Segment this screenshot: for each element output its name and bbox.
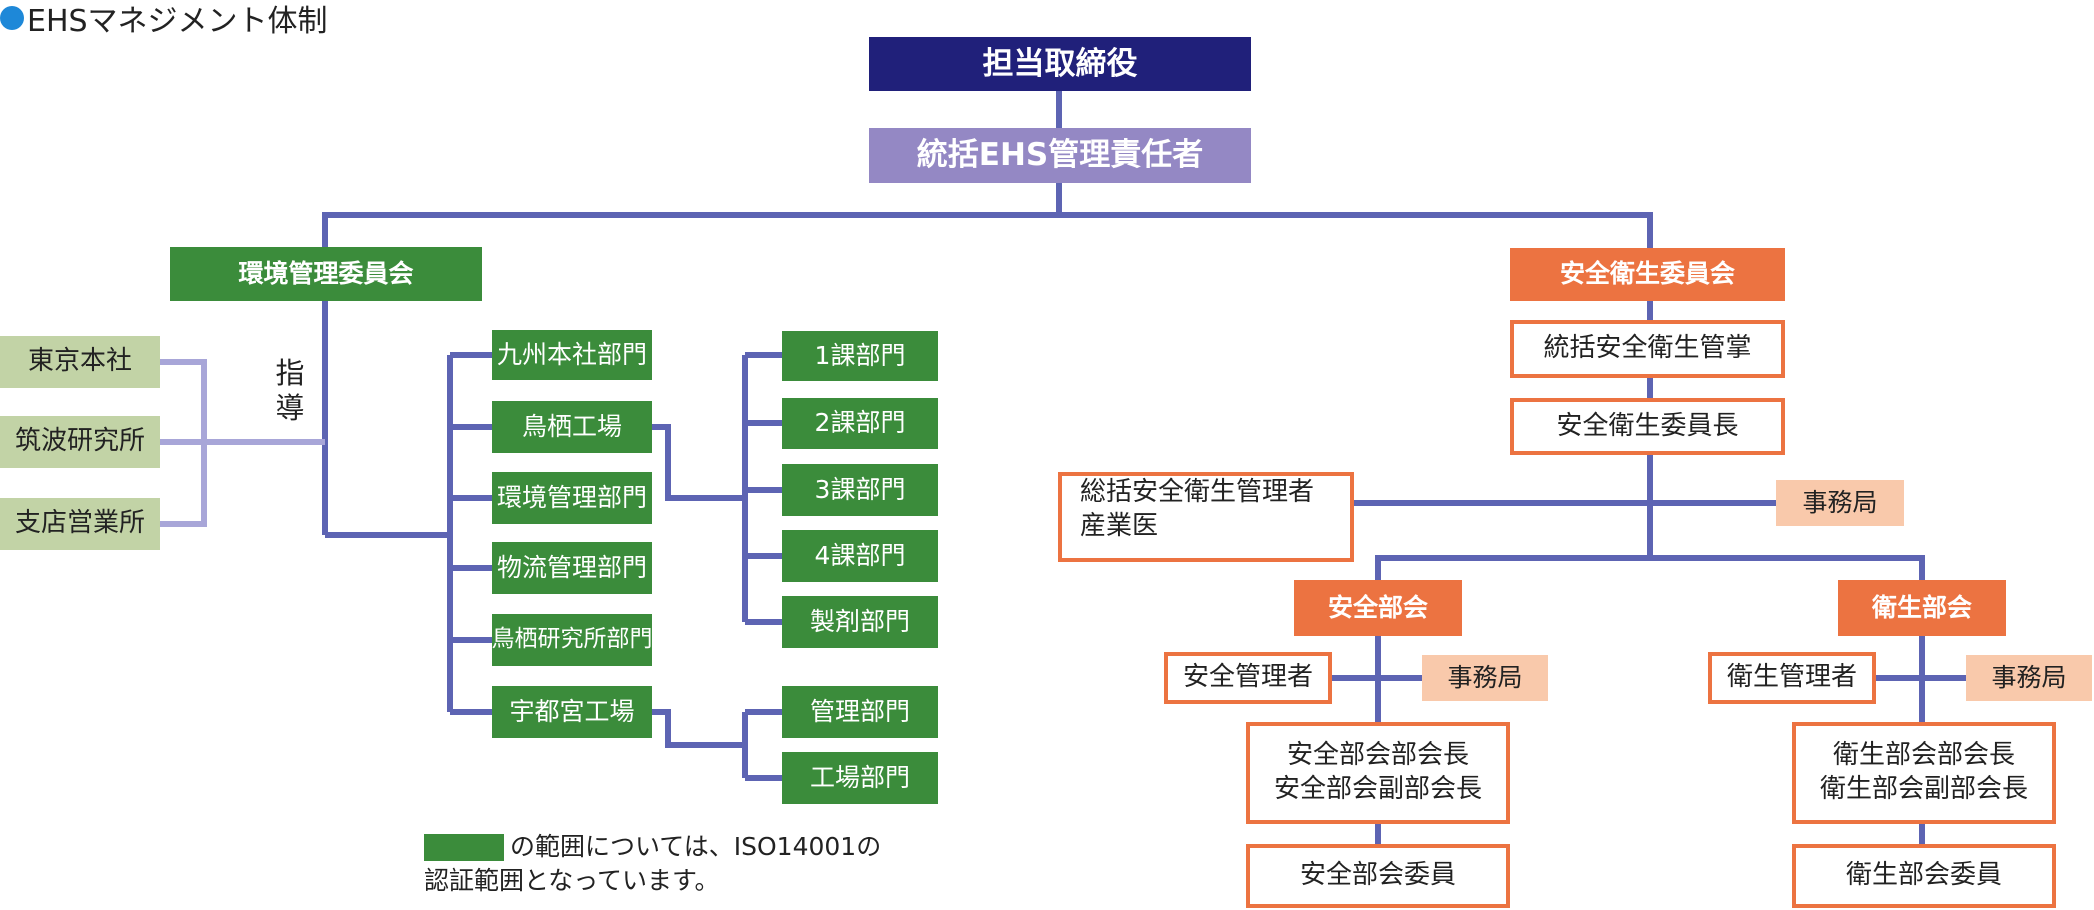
site-tokyo: 東京本社 [0, 336, 160, 388]
legend-line-2: 認証範囲となっています。 [424, 865, 720, 895]
unit-tosu-research: 鳥栖研究所部門 [492, 614, 653, 666]
unit-env-mgmt: 環境管理部門 [492, 472, 652, 524]
unit-logistics: 物流管理部門 [492, 542, 652, 594]
guidance-char-1: 指 [275, 356, 305, 390]
health-members-box: 衛生部会委員 [1792, 844, 2056, 908]
page-title: EHSマネジメント体制 [0, 0, 328, 39]
site-tsukuba: 筑波研究所 [0, 416, 160, 468]
tosu-dept-formulation: 製剤部門 [782, 596, 938, 648]
tosu-dept-4: 4課部門 [782, 530, 938, 582]
health-head-line: 衛生部会部会長 [1832, 740, 2015, 771]
bullet-dot-icon [0, 6, 24, 30]
safety-heads-box: 安全部会部会長 安全部会副部会長 [1246, 722, 1510, 824]
tosu-dept-2: 2課部門 [782, 398, 938, 449]
health-subcommittee-box: 衛生部会 [1838, 580, 2006, 636]
ehs-manager-box: 統括EHS管理責任者 [869, 128, 1251, 183]
general-safety-manager-box: 総括安全衛生管理者 産業医 [1058, 472, 1354, 562]
legend-line-1: の範囲については、ISO14001の [510, 832, 882, 861]
safety-manager-box: 安全管理者 [1164, 652, 1332, 704]
unit-tosu-plant: 鳥栖工場 [492, 401, 652, 453]
safety-secretariat: 事務局 [1422, 655, 1548, 701]
legend-note: の範囲については、ISO14001の 認証範囲となっています。 [424, 830, 984, 898]
safety-head-line: 安全部会部会長 [1286, 740, 1469, 771]
general-manager-line-1: 総括安全衛生管理者 [1080, 477, 1315, 507]
health-secretariat: 事務局 [1966, 655, 2092, 701]
safety-supervisor-box: 統括安全衛生管掌 [1510, 320, 1785, 378]
title-text: EHSマネジメント体制 [27, 4, 328, 39]
legend-swatch [424, 834, 504, 861]
env-committee-box: 環境管理委員会 [170, 247, 482, 301]
safety-vice-head-line: 安全部会副部会長 [1273, 774, 1482, 804]
safety-chair-box: 安全衛生委員長 [1510, 398, 1785, 455]
health-vice-head-line: 衛生部会副部会長 [1819, 774, 2028, 804]
health-manager-box: 衛生管理者 [1708, 652, 1876, 704]
guidance-label: 指 導 [272, 356, 308, 426]
tosu-dept-1: 1課部門 [782, 331, 938, 381]
industrial-physician-line: 産業医 [1080, 510, 1159, 541]
safety-committee-box: 安全衛生委員会 [1510, 248, 1785, 301]
secretariat-main: 事務局 [1776, 480, 1904, 526]
safety-subcommittee-box: 安全部会 [1294, 580, 1462, 636]
safety-members-box: 安全部会委員 [1246, 844, 1510, 908]
unit-utsunomiya-plant: 宇都宮工場 [492, 686, 652, 738]
tosu-dept-3: 3課部門 [782, 464, 938, 516]
guidance-char-2: 導 [275, 390, 305, 425]
unit-kyushu-hq: 九州本社部門 [492, 330, 652, 380]
health-heads-box: 衛生部会部会長 衛生部会副部会長 [1792, 722, 2056, 824]
utsunomiya-dept-admin: 管理部門 [782, 686, 938, 738]
director-box: 担当取締役 [869, 37, 1251, 91]
site-branch: 支店営業所 [0, 498, 160, 550]
utsunomiya-dept-factory: 工場部門 [782, 752, 938, 804]
